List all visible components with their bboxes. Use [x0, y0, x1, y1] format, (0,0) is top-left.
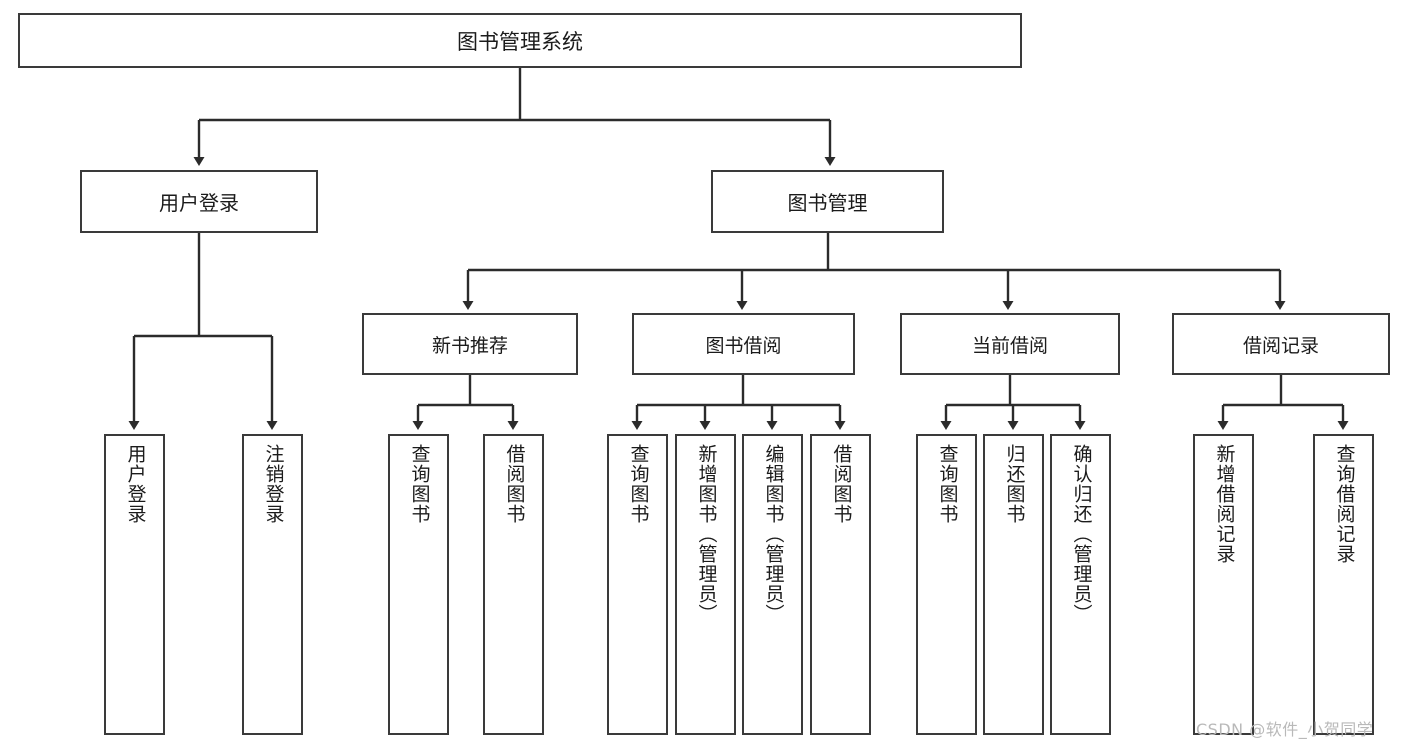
node-root-label: 图书管理系统 — [457, 29, 583, 54]
node-book-borrow[interactable]: 图书借阅 — [632, 313, 855, 375]
node-user-login-label: 用户登录 — [159, 191, 239, 215]
leaf-confirm-return-admin-label: 确认归还（管理员） — [1070, 444, 1093, 624]
node-book-borrow-label: 图书借阅 — [705, 334, 782, 357]
node-root[interactable]: 图书管理系统 — [18, 13, 1022, 68]
leaf-add-borrow-record-label: 新增借阅记录 — [1213, 444, 1236, 564]
leaf-query-borrow-record[interactable]: 查询借阅记录 — [1313, 434, 1374, 735]
leaf-logout-label: 注销登录 — [262, 444, 285, 524]
node-borrow-records[interactable]: 借阅记录 — [1172, 313, 1390, 375]
leaf-query-books-recommend[interactable]: 查询图书 — [388, 434, 449, 735]
edges-newbooks-to-leaves — [412, 375, 519, 430]
node-new-book-recommend-label: 新书推荐 — [431, 334, 508, 357]
leaf-logout[interactable]: 注销登录 — [242, 434, 303, 735]
leaf-borrow-books-label: 借阅图书 — [830, 444, 853, 524]
node-user-login[interactable]: 用户登录 — [80, 170, 318, 233]
leaf-edit-book-admin-label: 编辑图书（管理员） — [762, 444, 785, 624]
leaf-add-book-admin[interactable]: 新增图书（管理员） — [675, 434, 736, 735]
leaf-user-login[interactable]: 用户登录 — [104, 434, 165, 735]
leaf-edit-book-admin[interactable]: 编辑图书（管理员） — [742, 434, 803, 735]
node-book-management[interactable]: 图书管理 — [711, 170, 944, 233]
leaf-borrow-books-recommend[interactable]: 借阅图书 — [483, 434, 544, 735]
node-book-management-label: 图书管理 — [787, 191, 868, 215]
leaf-return-books[interactable]: 归还图书 — [983, 434, 1044, 735]
leaf-query-books-current-label: 查询图书 — [936, 444, 959, 524]
leaf-query-borrow-record-label: 查询借阅记录 — [1333, 444, 1356, 564]
leaf-user-login-label: 用户登录 — [124, 444, 147, 524]
edges-current-to-leaves — [940, 375, 1086, 430]
leaf-query-books-current[interactable]: 查询图书 — [916, 434, 977, 735]
leaf-borrow-books-recommend-label: 借阅图书 — [503, 444, 526, 524]
edges-records-to-leaves — [1217, 375, 1349, 430]
leaf-confirm-return-admin[interactable]: 确认归还（管理员） — [1050, 434, 1111, 735]
node-current-borrow-label: 当前借阅 — [971, 334, 1048, 357]
leaf-borrow-books[interactable]: 借阅图书 — [810, 434, 871, 735]
edges-borrow-to-leaves — [631, 375, 846, 430]
leaf-return-books-label: 归还图书 — [1003, 444, 1026, 524]
edges-root-to-level1 — [193, 68, 836, 166]
node-borrow-records-label: 借阅记录 — [1242, 334, 1319, 357]
edges-login-to-leaves — [128, 233, 278, 430]
edges-books-to-level2 — [462, 233, 1286, 310]
leaf-query-books-recommend-label: 查询图书 — [408, 444, 431, 524]
leaf-add-borrow-record[interactable]: 新增借阅记录 — [1193, 434, 1254, 735]
leaf-query-books-borrow[interactable]: 查询图书 — [607, 434, 668, 735]
csdn-watermark: CSDN @软件_小贺同学 — [1196, 720, 1374, 739]
leaf-query-books-borrow-label: 查询图书 — [627, 444, 650, 524]
node-new-book-recommend[interactable]: 新书推荐 — [362, 313, 578, 375]
node-current-borrow[interactable]: 当前借阅 — [900, 313, 1120, 375]
leaf-add-book-admin-label: 新增图书（管理员） — [695, 444, 718, 624]
